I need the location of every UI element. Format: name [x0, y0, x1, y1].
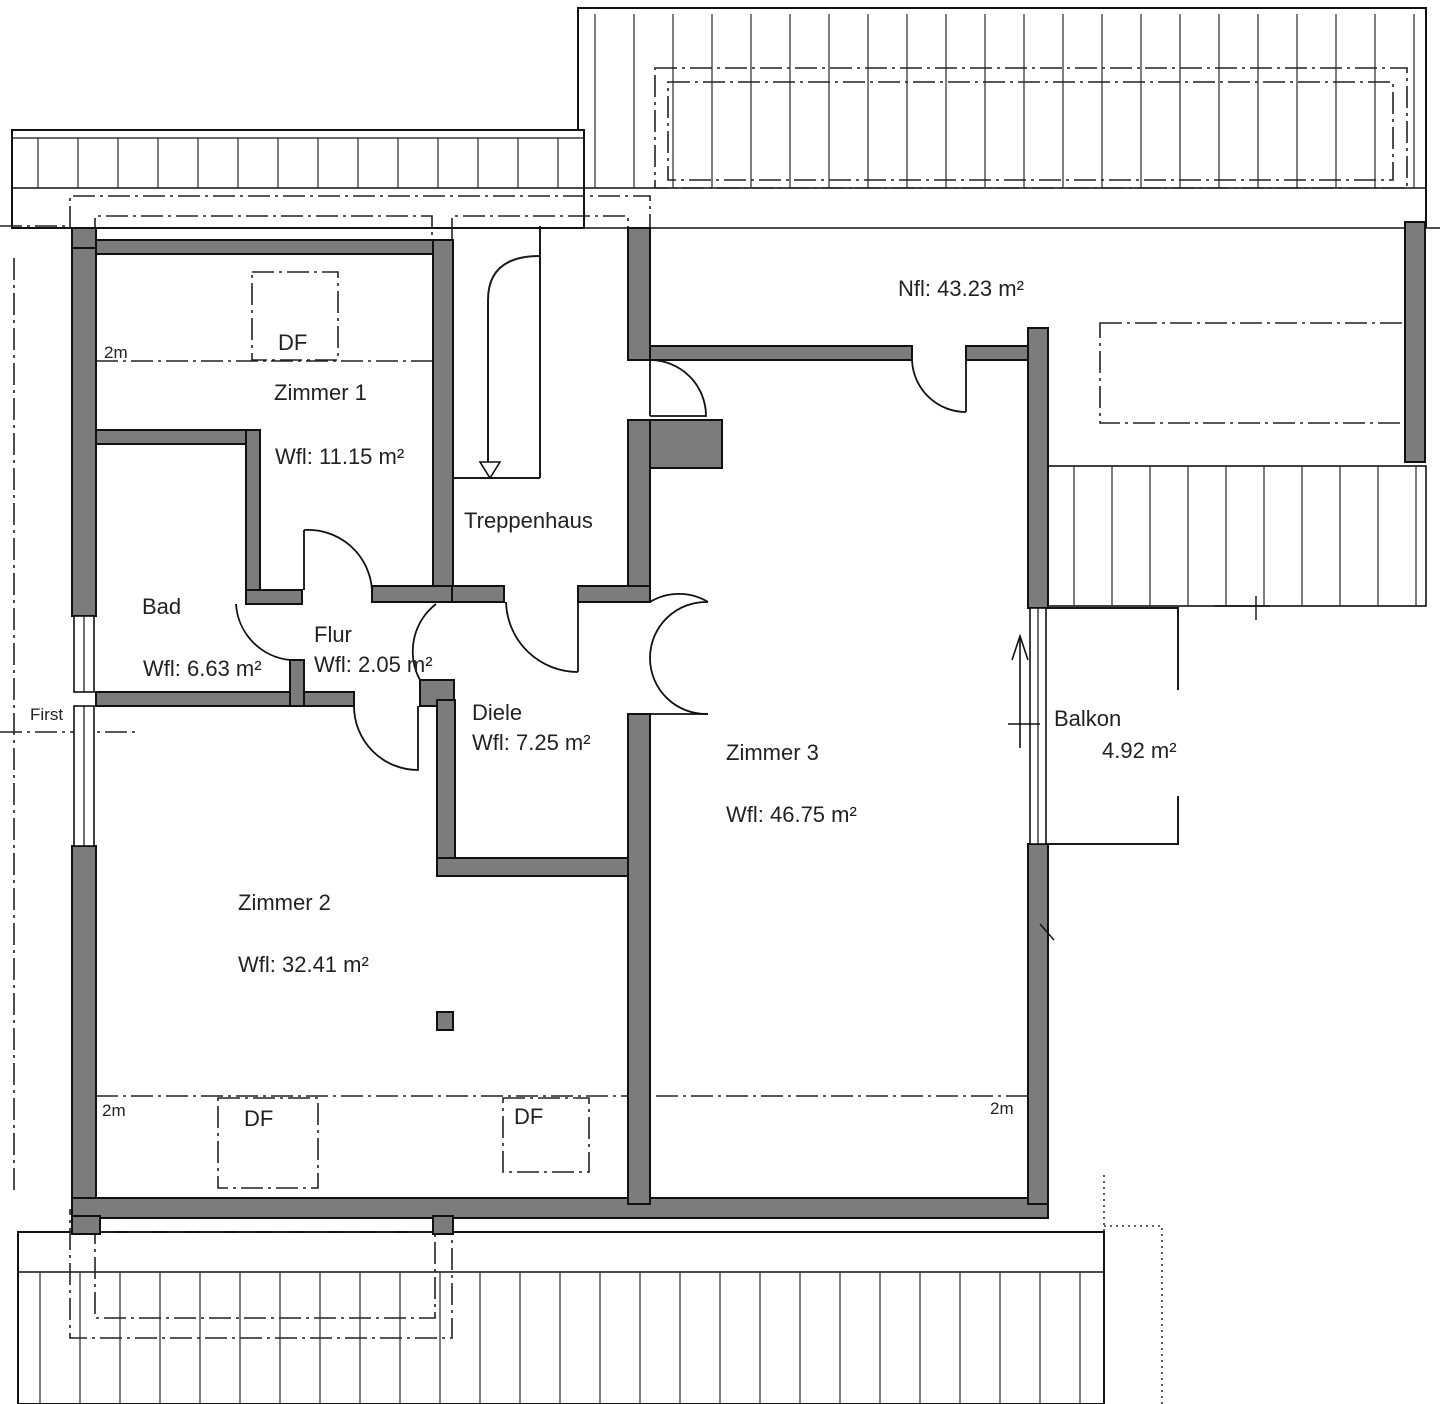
skylight-label-2: DF [244, 1106, 273, 1131]
labels: Zimmer 1 Wfl: 11.15 m² Treppenhaus Bad W… [30, 276, 1177, 1131]
area-label-nutzflaeche: Nfl: 43.23 m² [898, 276, 1024, 301]
room-label-zimmer2: Zimmer 2 [238, 890, 331, 915]
area-label-balkon: 4.92 m² [1102, 738, 1177, 763]
room-label-flur: Flur [314, 622, 352, 647]
walls [71, 221, 1426, 1235]
stairs [452, 226, 541, 480]
room-label-zimmer3: Zimmer 3 [726, 740, 819, 765]
height-label-2: 2m [102, 1101, 126, 1120]
area-label-zimmer2: Wfl: 32.41 m² [238, 952, 369, 977]
room-label-zimmer1: Zimmer 1 [274, 380, 367, 405]
height-label-3: 2m [990, 1099, 1014, 1118]
windows [73, 607, 1047, 847]
room-label-treppenhaus: Treppenhaus [464, 508, 593, 533]
area-label-diele: Wfl: 7.25 m² [472, 730, 591, 755]
ridge-label: First [30, 705, 63, 724]
outline-lines [0, 67, 1440, 1404]
room-label-balkon: Balkon [1054, 706, 1121, 731]
height-label-1: 2m [104, 343, 128, 362]
skylight-label-1: DF [278, 330, 307, 355]
area-label-zimmer3: Wfl: 46.75 m² [726, 802, 857, 827]
area-label-flur: Wfl: 2.05 m² [314, 652, 433, 677]
skylight-label-3: DF [514, 1104, 543, 1129]
room-label-diele: Diele [472, 700, 522, 725]
doors [235, 359, 1270, 941]
room-label-bad: Bad [142, 594, 181, 619]
area-label-zimmer1: Wfl: 11.15 m² [275, 444, 404, 469]
area-label-bad: Wfl: 6.63 m² [143, 656, 262, 681]
